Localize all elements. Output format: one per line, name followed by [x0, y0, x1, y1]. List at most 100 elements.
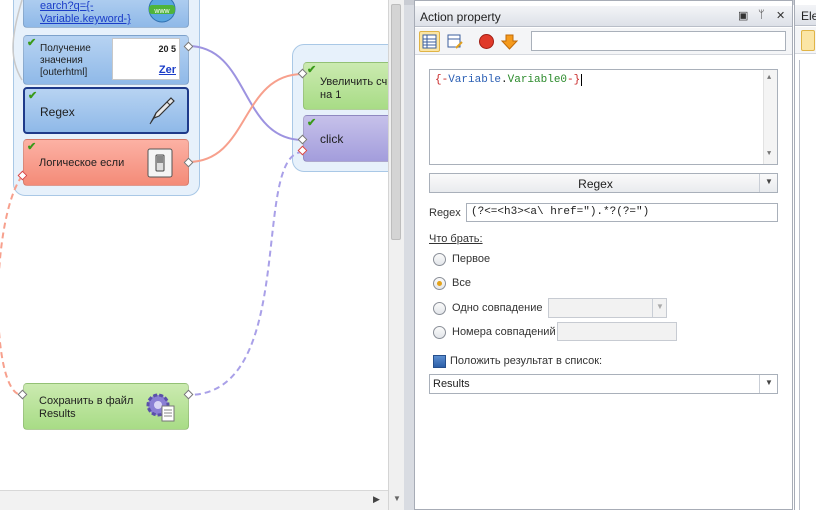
preview-thumbnail: 20 5 Zer	[112, 38, 180, 80]
switch-icon	[147, 148, 173, 178]
search-link-text-2[interactable]: Variable.keyword-}	[40, 13, 131, 25]
get-value-label-2: значения	[40, 55, 83, 66]
pin-icon[interactable]: ᛘ	[758, 9, 765, 21]
radio-match-numbers[interactable]	[433, 326, 446, 339]
save-file-node[interactable]: Сохранить в файл Results	[23, 383, 189, 430]
elements-panel-body	[799, 60, 816, 510]
regex-node-label: Regex	[40, 105, 75, 119]
search-link-text-1[interactable]: earch?q={-	[40, 0, 94, 12]
edit-view-button[interactable]	[444, 31, 465, 52]
radio-match-numbers-label[interactable]: Номера совпадений	[452, 326, 556, 338]
dropdown-arrow: ▼	[652, 299, 666, 317]
wire-left-loop	[12, 0, 23, 81]
radio-first-label[interactable]: Первое	[452, 253, 491, 265]
chevron-down-icon: ▼	[765, 177, 773, 186]
scroll-down-arrow-icon[interactable]: ▼	[767, 150, 772, 158]
action-property-panel: Action property ▣ ᛘ ✕	[414, 0, 793, 510]
gear-document-icon	[146, 393, 175, 422]
stop-button[interactable]	[476, 31, 497, 52]
text-cursor	[581, 74, 583, 86]
elements-view-button[interactable]	[801, 30, 815, 51]
result-list-value: Results	[433, 378, 470, 390]
expr-close-brace: -}	[567, 74, 581, 86]
logic-if-node[interactable]: ✔ Логическое если	[23, 139, 189, 186]
preview-number: 20 5	[158, 44, 176, 54]
wire-getvalue-to-click	[187, 45, 304, 141]
elements-panel-toolbar	[795, 27, 816, 54]
chevron-down-icon: ▼	[765, 378, 773, 387]
radio-all-label[interactable]: Все	[452, 277, 471, 289]
dropdown-arrow[interactable]: ▼	[759, 375, 777, 393]
logic-if-label: Логическое если	[39, 157, 125, 169]
connection-wires	[0, 0, 304, 396]
window-position-icon[interactable]: ▣	[738, 10, 749, 22]
regex-input[interactable]: (?<=<h3><a\ href=").*?(?=")	[466, 203, 778, 222]
save-file-label-1: Сохранить в файл	[39, 395, 134, 407]
panel-splitter[interactable]	[404, 0, 414, 510]
wire-logic-to-increment	[187, 73, 304, 163]
panel-titlebar: Action property ▣ ᛘ ✕	[415, 6, 792, 27]
what-to-take-label: Что брать:	[429, 233, 483, 245]
get-value-label-1: Получение	[40, 43, 91, 54]
click-node[interactable]: ✔ click	[303, 115, 388, 162]
get-value-node[interactable]: ✔ Получение значения [outerhtml] 20 5 Ze…	[23, 35, 189, 85]
radio-all[interactable]	[433, 277, 446, 290]
click-label: click	[320, 132, 344, 146]
check-icon: ✔	[27, 141, 37, 153]
move-down-button[interactable]	[499, 31, 520, 52]
canvas-vertical-scrollbar[interactable]: ▼	[388, 0, 404, 510]
expr-variable-name: Variable0	[507, 74, 568, 86]
wire-click-to-save	[187, 151, 304, 396]
preview-link: Zer	[158, 64, 176, 76]
regex-label: Regex	[429, 207, 461, 219]
match-numbers-input	[557, 322, 677, 341]
arrow-down-icon	[500, 34, 519, 50]
search-link-node[interactable]: earch?q={- Variable.keyword-} www	[23, 0, 189, 28]
panel-toolbar	[415, 28, 792, 55]
elements-panel: Ele	[794, 0, 816, 510]
check-icon: ✔	[27, 37, 37, 49]
result-list-select[interactable]: Results ▼	[429, 374, 778, 394]
canvas-horizontal-scrollbar[interactable]: ▶	[0, 490, 388, 510]
get-value-label-3: [outerhtml]	[40, 67, 88, 78]
panel-title: Action property	[420, 10, 501, 24]
properties-view-button[interactable]	[419, 31, 440, 52]
increment-label-1: Увеличить сч	[320, 76, 388, 88]
pen-nib-icon	[149, 97, 175, 125]
list-checkbox-icon[interactable]	[433, 355, 446, 368]
stop-icon	[479, 34, 494, 49]
elements-panel-titlebar: Ele	[795, 5, 816, 26]
svg-text:www: www	[153, 8, 170, 15]
check-icon: ✔	[307, 117, 317, 129]
dropdown-arrow[interactable]: ▼	[759, 174, 777, 192]
expression-editor[interactable]: {-Variable.Variable0-} ▲ ▼	[429, 69, 778, 165]
action-type-value: Regex	[578, 177, 613, 191]
scroll-right-arrow-icon[interactable]: ▶	[373, 494, 380, 504]
increment-node[interactable]: ✔ Увеличить сч на 1	[303, 62, 388, 110]
radio-one-match[interactable]	[433, 302, 446, 315]
save-file-label-2: Results	[39, 408, 76, 420]
edit-grid-icon	[447, 34, 463, 49]
radio-one-match-label[interactable]: Одно совпадение	[452, 302, 543, 314]
regex-node[interactable]: ✔ Regex	[23, 87, 189, 134]
expr-dot: .	[501, 74, 508, 86]
close-icon[interactable]: ✕	[776, 10, 786, 22]
scroll-down-arrow-icon[interactable]: ▼	[393, 494, 401, 503]
check-icon: ✔	[307, 64, 317, 76]
toolbar-search-input[interactable]	[531, 31, 786, 51]
expression-scrollbar[interactable]: ▲ ▼	[763, 70, 777, 164]
action-type-select[interactable]: Regex ▼	[429, 173, 778, 193]
elements-panel-title: Ele	[801, 9, 816, 23]
vertical-scroll-thumb[interactable]	[391, 4, 401, 240]
scroll-up-arrow-icon[interactable]: ▲	[767, 74, 772, 82]
radio-first[interactable]	[433, 253, 446, 266]
one-match-select: ▼	[548, 298, 667, 318]
workflow-canvas[interactable]: earch?q={- Variable.keyword-} www ✔ Полу…	[0, 0, 388, 490]
expr-variable-keyword: Variable	[448, 74, 502, 86]
expr-open-brace: {-	[435, 74, 449, 86]
check-icon: ✔	[28, 90, 38, 102]
put-result-label: Положить результат в список:	[450, 355, 603, 367]
properties-grid-icon	[422, 34, 437, 49]
increment-label-2: на 1	[320, 89, 342, 101]
www-globe-icon: www	[148, 0, 176, 23]
